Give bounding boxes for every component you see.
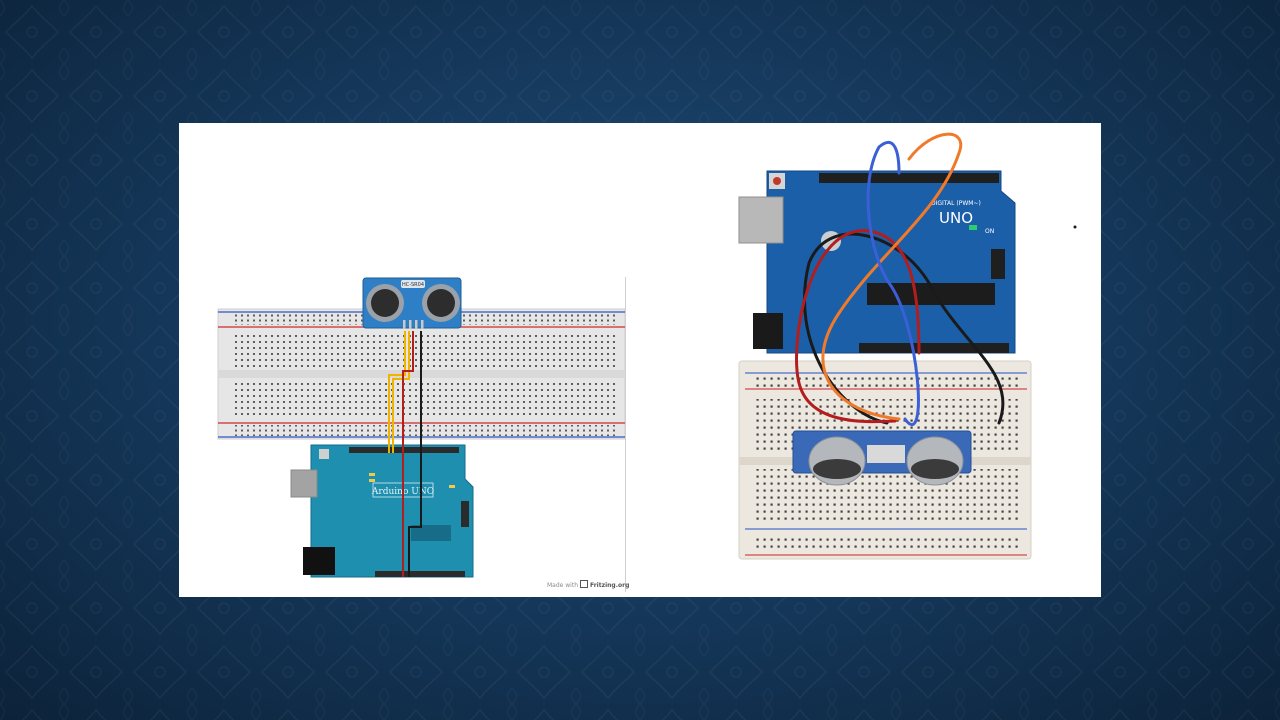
arduino-photo-svg: UNO DIGITAL (PWM~) ON	[738, 132, 1077, 560]
board-series: DIGITAL (PWM~)	[931, 200, 981, 207]
ultrasonic-sensor: HC-SR04	[362, 277, 462, 329]
diagram-divider	[625, 277, 626, 592]
credit-brand: Fritzing.org	[590, 582, 630, 589]
sensor-label: HC-SR04	[402, 282, 424, 288]
credit-prefix: Made with	[547, 582, 578, 589]
fritzing-wiring-diagram: HC-SR04 Arduino UNO	[179, 123, 639, 597]
board-brand: UNO	[939, 209, 973, 227]
fritzing-credit: Made with Fritzing.org	[547, 580, 629, 589]
image-card: HC-SR04 Arduino UNO	[179, 123, 1101, 597]
board-on-label: ON	[985, 228, 994, 235]
arduino-photo: UNO DIGITAL (PWM~) ON	[719, 123, 1101, 597]
fritzing-logo-icon	[580, 580, 588, 588]
ultrasonic-sensor-photo	[792, 430, 972, 486]
wires	[388, 331, 422, 577]
arduino-board-fritzing: Arduino UNO	[290, 444, 474, 578]
fritzing-diagram-svg: HC-SR04 Arduino UNO	[217, 277, 626, 578]
breadboard-photo	[738, 360, 1032, 560]
jumper-wires	[795, 132, 1077, 426]
arduino-uno-photo: UNO DIGITAL (PWM~) ON	[738, 170, 1016, 354]
